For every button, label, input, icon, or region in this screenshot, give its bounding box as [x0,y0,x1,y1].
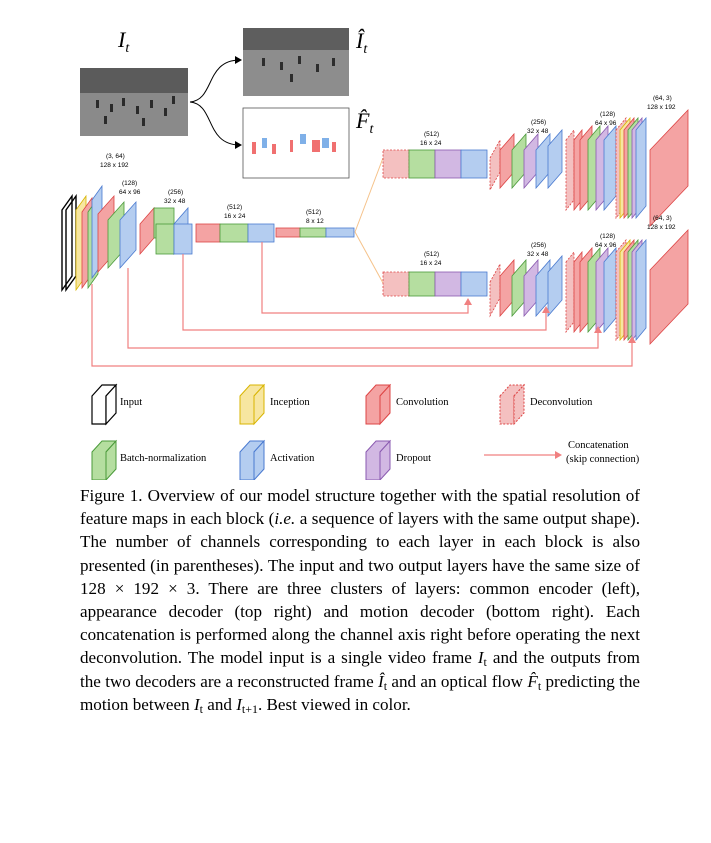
app4-size: 128 x 192 [647,104,676,111]
mot-output-layer [649,228,689,346]
output-flow-image [242,107,350,179]
enc5-channels: (512) [306,209,321,216]
caption-size: 128 × 192 × 3 [80,578,196,598]
output-frame-group: Ît [243,28,368,96]
arrow-head-flow [235,141,242,149]
skip-connections [91,242,633,367]
legend-input-label: Input [120,397,142,408]
legend-deconvolution-label: Deconvolution [530,397,593,408]
enc3-channels: (256) [168,189,183,196]
enc1-size: 128 x 192 [100,162,129,169]
legend-convolution-label: Convolution [396,397,449,408]
legend-inception: Inception [239,383,310,426]
legend-batchnorm: Batch-normalization [91,439,207,480]
app1-channels: (512) [424,131,439,138]
app-output-layer [649,108,689,228]
output-frame-people [262,56,335,82]
skip-64x96 [127,268,599,349]
skip-32x48 [182,254,547,331]
enc4-size: 16 x 24 [224,213,246,220]
enc1-channels: (3, 64) [106,153,125,160]
output-flow-label: F̂t [355,108,374,137]
legend-activation-label: Activation [270,453,315,464]
legend-concat-sublabel: (skip connection) [566,454,640,465]
app1-deconv [382,149,410,179]
output-frame-label: Ît [355,28,368,57]
skip-16x24 [261,242,469,314]
app1-size: 16 x 24 [420,140,442,147]
legend-dropout: Dropout [365,439,431,480]
output-flow-blobs [252,134,336,154]
legend-batchnorm-label: Batch-normalization [120,453,207,464]
legend-concat-label: Concatenation [568,440,629,451]
input-frame-label: It [117,27,130,56]
app3-layers [565,128,575,212]
app3-size: 64 x 96 [595,120,617,127]
mot4-channels: (64, 3) [653,215,672,222]
legend: Input Inception Convolution Deconvolutio… [91,383,640,480]
mot2-size: 32 x 48 [527,251,549,258]
legend-activation: Activation [239,439,315,480]
app2-channels: (256) [531,119,546,126]
input-frame-group: It [80,27,188,136]
app2-layers [489,138,501,192]
output-frame-field [243,28,349,50]
mot3-channels: (128) [600,233,615,240]
enc2-channels: (128) [122,180,137,187]
enc4-channels: (512) [227,204,242,211]
enc2-size: 64 x 96 [119,189,141,196]
legend-concatenation: Concatenation (skip connection) [484,440,640,465]
appearance-decoder [382,108,689,228]
motion-decoder [382,228,689,346]
input-frame-field [80,68,188,93]
legend-deconvolution: Deconvolution [499,383,593,426]
input-frame-people [96,96,175,126]
app4-channels: (64, 3) [653,95,672,102]
legend-input: Input [91,383,142,426]
enc3-size: 32 x 48 [164,198,186,205]
enc5-size: 8 x 12 [306,218,324,225]
app2-size: 32 x 48 [527,128,549,135]
enc-input-layer [61,193,73,293]
mot1-deconv [382,271,410,297]
enc4-layers [195,223,221,243]
arrow-head-frame [235,56,242,64]
mot3-size: 64 x 96 [595,242,617,249]
legend-concat-arrow-head [555,451,562,459]
bottleneck-links [354,157,384,284]
mot1-size: 16 x 24 [420,260,442,267]
input-output-arrows [189,59,241,146]
caption-ie: i.e. [274,509,296,529]
mot1-channels: (512) [424,251,439,258]
app3-channels: (128) [600,111,615,118]
figure-caption: Figure 1. Overview of our model structur… [80,486,641,716]
legend-inception-label: Inception [270,397,310,408]
legend-convolution: Convolution [365,383,449,426]
legend-dropout-label: Dropout [396,453,431,464]
skip-128x192 [91,284,633,367]
output-flow-group: F̂t [242,107,374,179]
enc3-layers [139,206,155,256]
mot4-size: 128 x 192 [647,224,676,231]
skip-arrow-heads [464,298,636,343]
encoder [61,184,355,293]
mot2-channels: (256) [531,242,546,249]
mot2-layers [489,262,501,318]
enc5-layers [275,227,301,238]
mot3-layers [565,250,575,334]
model-architecture-diagram: It Ît F̂t [61,27,689,480]
